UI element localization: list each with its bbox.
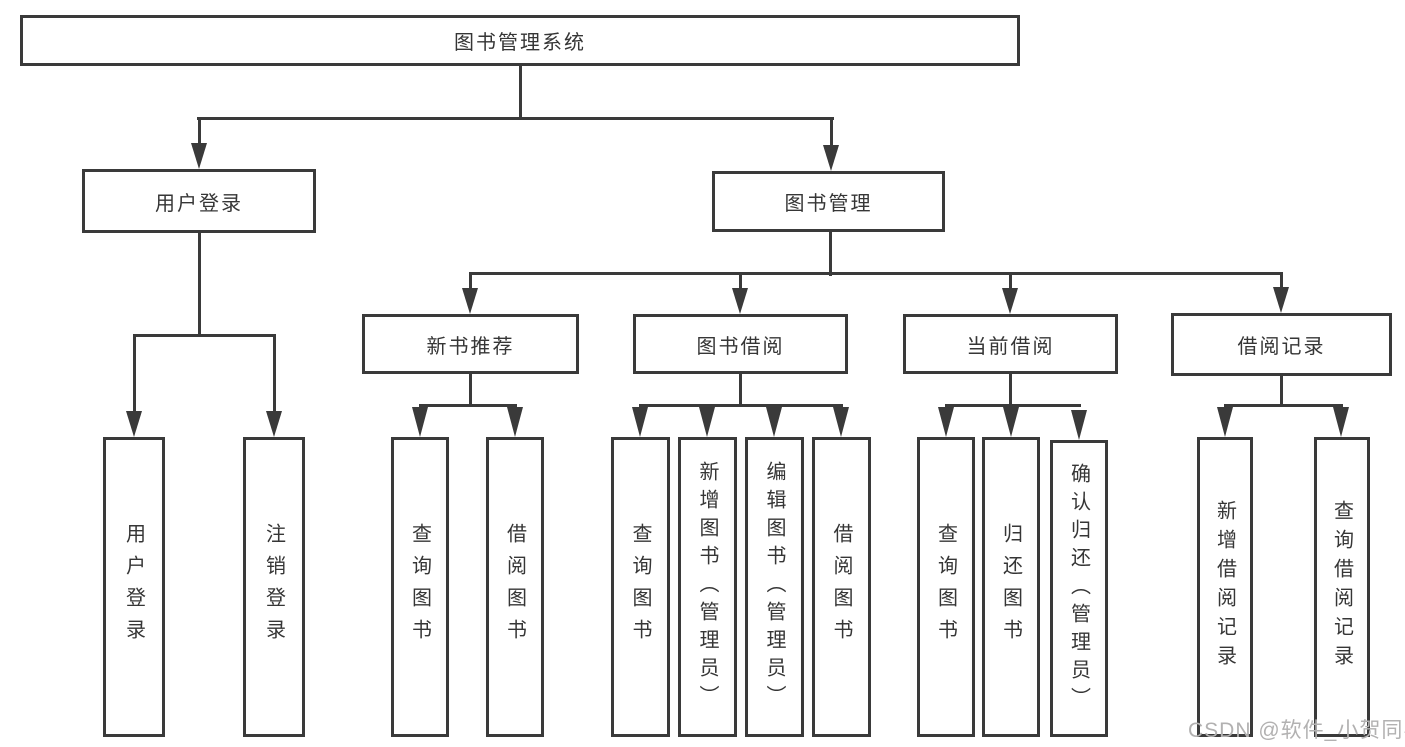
- node-book-management: 图书管理: [712, 171, 945, 232]
- arrow-down-icon: [266, 411, 282, 437]
- arrow-down-icon: [833, 407, 849, 437]
- leaf-query-books-2: 查询图书: [611, 437, 670, 737]
- leaf-edit-book-admin: 编辑图书（管理员）: [745, 437, 804, 737]
- connector-line: [198, 117, 201, 149]
- connector-line: [469, 272, 472, 292]
- connector-line: [945, 404, 1081, 407]
- connector-line: [639, 404, 843, 407]
- arrow-down-icon: [1002, 288, 1018, 314]
- leaf-confirm-return-admin: 确认归还（管理员）: [1050, 440, 1108, 737]
- connector-line: [273, 334, 276, 416]
- arrow-down-icon: [412, 407, 428, 437]
- node-book-borrowing: 图书借阅: [633, 314, 848, 374]
- leaf-logout: 注销登录: [243, 437, 305, 737]
- connector-line: [829, 230, 832, 276]
- leaf-add-borrow-record: 新增借阅记录: [1197, 437, 1253, 737]
- leaf-return-books: 归还图书: [982, 437, 1040, 737]
- connector-line: [469, 272, 1283, 275]
- node-user-login: 用户登录: [82, 169, 316, 233]
- arrow-down-icon: [766, 407, 782, 437]
- arrow-down-icon: [507, 407, 523, 437]
- arrow-down-icon: [462, 288, 478, 314]
- node-library-management-system: 图书管理系统: [20, 15, 1020, 66]
- connector-line: [1009, 373, 1012, 407]
- connector-line: [1009, 272, 1012, 292]
- connector-line: [1280, 272, 1283, 291]
- node-new-book-recommendation: 新书推荐: [362, 314, 579, 374]
- watermark-text: CSDN @软件_小贺同学: [1188, 719, 1405, 742]
- connector-line: [419, 404, 517, 407]
- arrow-down-icon: [823, 145, 839, 171]
- arrow-down-icon: [632, 407, 648, 437]
- node-borrowing-records: 借阅记录: [1171, 313, 1392, 376]
- connector-line: [830, 117, 833, 151]
- leaf-query-books-3: 查询图书: [917, 437, 975, 737]
- connector-line: [133, 334, 276, 337]
- arrow-down-icon: [126, 411, 142, 437]
- connector-line: [198, 231, 201, 337]
- connector-line: [1224, 404, 1343, 407]
- leaf-borrow-books-1: 借阅图书: [486, 437, 544, 737]
- leaf-query-borrow-record: 查询借阅记录: [1314, 437, 1370, 737]
- arrow-down-icon: [1333, 407, 1349, 437]
- arrow-down-icon: [1217, 407, 1233, 437]
- arrow-down-icon: [938, 407, 954, 437]
- connector-line: [739, 373, 742, 407]
- arrow-down-icon: [1003, 407, 1019, 437]
- connector-line: [133, 334, 136, 416]
- leaf-query-books-1: 查询图书: [391, 437, 449, 737]
- leaf-add-book-admin: 新增图书（管理员）: [678, 437, 737, 737]
- connector-line: [739, 272, 742, 292]
- connector-line: [1280, 375, 1283, 407]
- connector-line: [197, 117, 834, 120]
- connector-line: [519, 64, 522, 119]
- connector-line: [469, 373, 472, 407]
- node-current-borrowing: 当前借阅: [903, 314, 1118, 374]
- arrow-down-icon: [1071, 410, 1087, 440]
- arrow-down-icon: [699, 407, 715, 437]
- leaf-borrow-books-2: 借阅图书: [812, 437, 871, 737]
- arrow-down-icon: [732, 288, 748, 314]
- leaf-user-login: 用户登录: [103, 437, 165, 737]
- arrow-down-icon: [1273, 287, 1289, 313]
- arrow-down-icon: [191, 143, 207, 169]
